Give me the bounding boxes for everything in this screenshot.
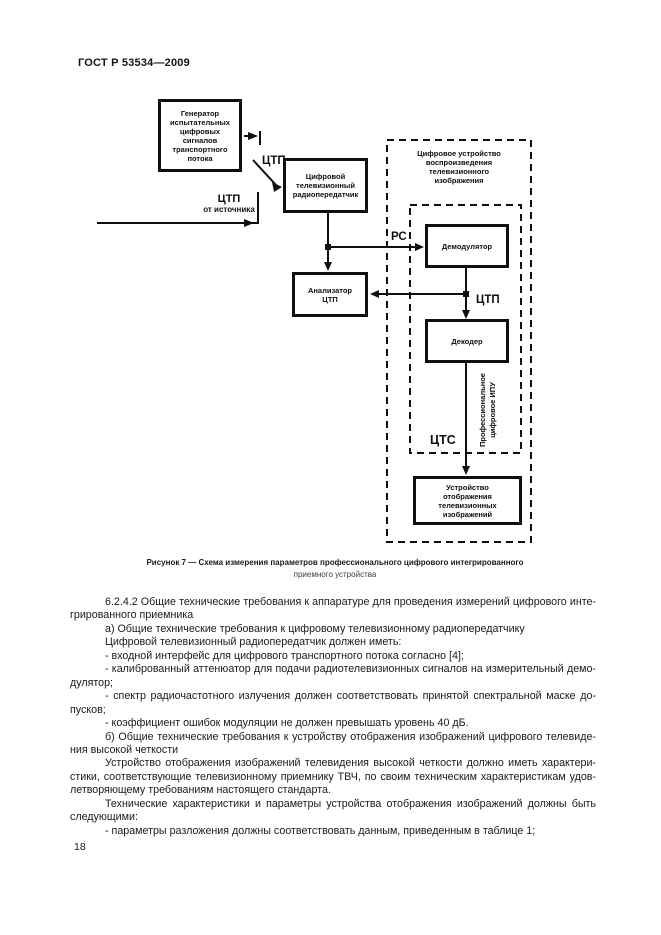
generator-box: Генератор испытательных цифровых сигнало… bbox=[158, 99, 242, 172]
body-line: - калиброванный аттенюатор для подачи ра… bbox=[105, 663, 596, 676]
analyzer-right-arrowhead bbox=[370, 290, 379, 298]
figure-caption-line2: приемного устройства bbox=[293, 570, 377, 579]
playback-device-title: Цифровое устройство воспроизведения теле… bbox=[417, 149, 501, 185]
demodulator-box: Демодулятор bbox=[425, 224, 509, 268]
body-line: - входной интерфейс для цифрового трансп… bbox=[105, 649, 464, 662]
rs-label: РС bbox=[391, 231, 407, 243]
display-top-arrowhead bbox=[462, 466, 470, 475]
body-line: Устройство отображения изображений телев… bbox=[105, 757, 596, 770]
source-ctp-label-line1: ЦТП bbox=[217, 193, 241, 205]
source-arrowhead bbox=[244, 219, 254, 227]
ctp-switch-label: ЦТП bbox=[262, 155, 286, 167]
ctp-decoder-label: ЦТП bbox=[476, 294, 500, 306]
source-ctp-label: ЦТП от источника bbox=[170, 193, 288, 214]
body-line: - коэффициент ошибок модуляции не должен… bbox=[105, 717, 469, 730]
display-box: Устройство отображения телевизионных изо… bbox=[413, 476, 522, 525]
body-line: - параметры разложения должны соответств… bbox=[105, 824, 536, 837]
junction-dot-1 bbox=[325, 244, 331, 250]
body-line: 6.2.4.2 Общие технические требования к а… bbox=[105, 596, 596, 608]
junction-dot-2 bbox=[463, 291, 469, 297]
generator-arrowhead bbox=[248, 132, 258, 140]
body-line: стики, соответствующие телевизионному пр… bbox=[70, 770, 596, 783]
body-line: б) Общие технические требования к устрой… bbox=[105, 730, 596, 743]
ipu-vertical-label: Профессиональное цифровое ИПУ bbox=[478, 373, 497, 447]
analyzer-top-arrowhead bbox=[324, 262, 332, 271]
body-line: ния высокой четкости bbox=[70, 743, 179, 756]
body-line: а) Общие технические требования к цифров… bbox=[105, 622, 525, 635]
analyzer-box: Анализатор ЦТП bbox=[292, 272, 368, 317]
body-text: 6.2.4.2 Общие технические требования к а… bbox=[70, 596, 596, 838]
body-line: - спектр радиочастотного излучения долже… bbox=[105, 690, 596, 703]
figure-caption-line1: Рисунок 7 — Схема измерения параметров п… bbox=[146, 558, 524, 567]
body-line: Технические характеристики и параметры у… bbox=[105, 797, 596, 810]
page-number: 18 bbox=[74, 841, 86, 853]
decoder-box: Декодер bbox=[425, 319, 509, 363]
decoder-top-arrowhead bbox=[462, 310, 470, 319]
cts-label: ЦТС bbox=[430, 433, 456, 447]
body-line: Цифровой телевизионный радиопередатчик д… bbox=[105, 636, 402, 649]
body-line: пусков; bbox=[70, 703, 106, 716]
switch-arrowhead bbox=[272, 182, 282, 192]
body-line: следующими: bbox=[70, 811, 138, 824]
rs-arrowhead bbox=[415, 243, 424, 251]
figure-caption: Рисунок 7 — Схема измерения параметров п… bbox=[66, 558, 604, 580]
source-ctp-label-line2: от источника bbox=[203, 205, 255, 214]
document-header: ГОСТ Р 53534—2009 bbox=[78, 57, 190, 69]
body-line: грированного приемника bbox=[70, 609, 194, 622]
transmitter-box: Цифровой телевизионный радиопередатчик bbox=[283, 158, 368, 213]
body-line: дулятор; bbox=[70, 676, 114, 689]
body-line: летворяющему требованиям настоящего стан… bbox=[70, 784, 331, 797]
